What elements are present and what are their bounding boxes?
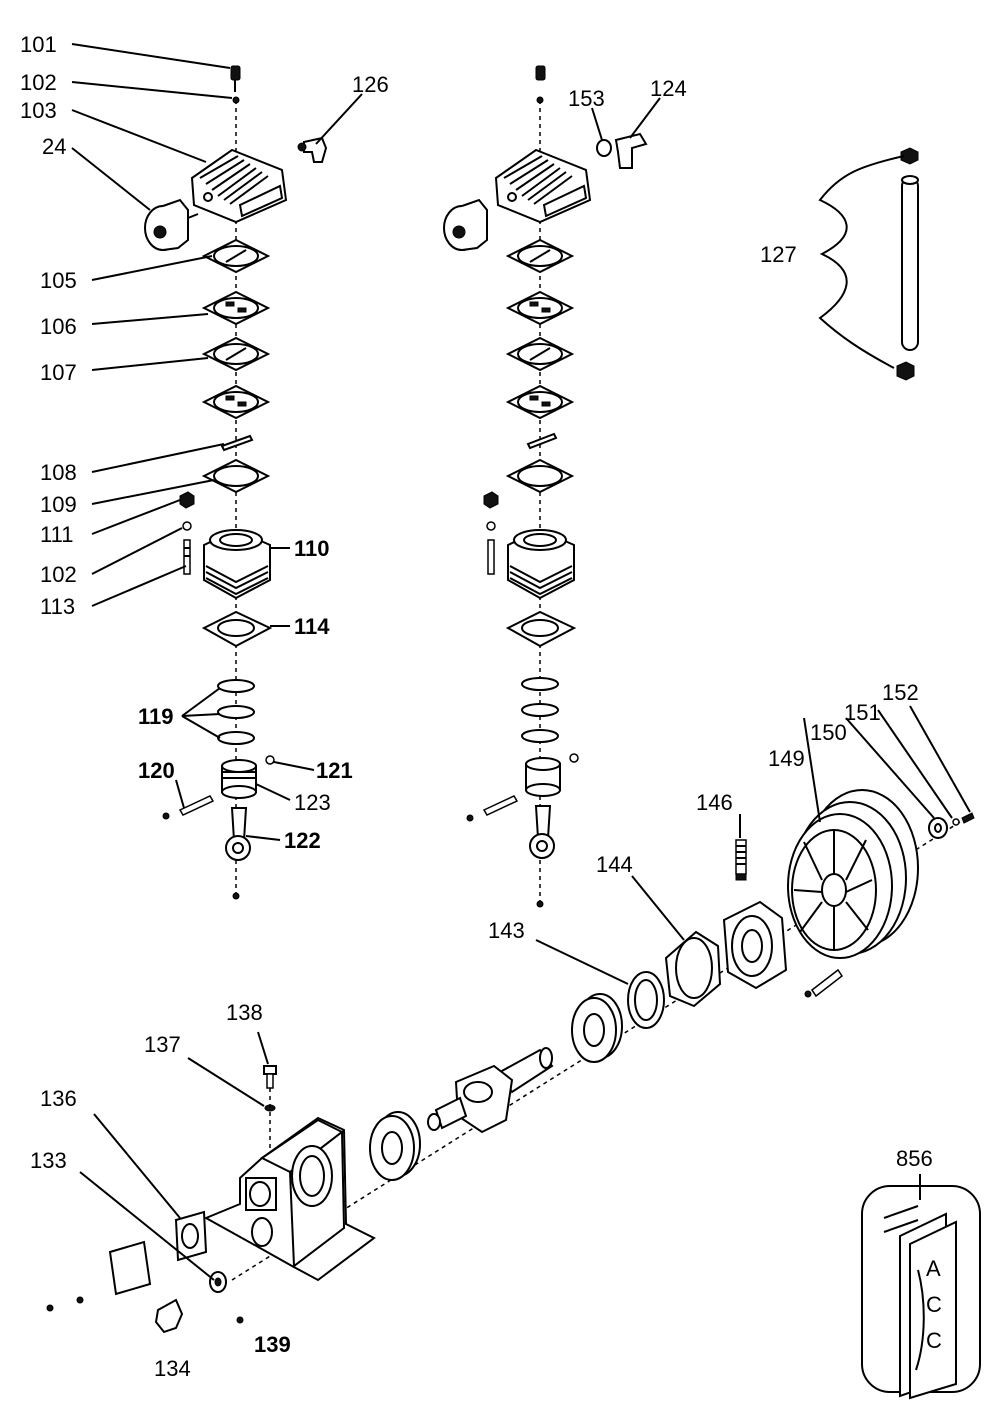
label-136: 136 — [40, 1086, 77, 1111]
label-122: 122 — [284, 828, 321, 853]
part-labels: 101 102 103 24 126 153 124 127 105 106 1… — [20, 32, 933, 1381]
gasket-107 — [201, 336, 271, 372]
label-121: 121 — [316, 758, 353, 783]
label-102b: 102 — [40, 562, 77, 587]
bolt-101 — [230, 65, 241, 92]
plug-134 — [154, 1298, 184, 1334]
reed-valve-108 — [220, 434, 254, 452]
label-101: 101 — [20, 32, 57, 57]
label-110: 110 — [294, 536, 330, 561]
label-113: 113 — [40, 594, 75, 619]
bolt-152 — [961, 812, 975, 824]
label-103: 103 — [20, 98, 57, 123]
label-111: 111 — [40, 522, 73, 547]
label-151: 151 — [844, 700, 881, 725]
clip-121 — [265, 755, 275, 765]
label-143: 143 — [488, 918, 525, 943]
label-124: 124 — [650, 76, 687, 101]
oil-seal-143 — [627, 971, 665, 1029]
label-134: 134 — [154, 1356, 191, 1381]
label-106: 106 — [40, 314, 77, 339]
label-119: 119 — [138, 704, 174, 729]
kit-box-text-3: C — [926, 1328, 942, 1353]
label-150: 150 — [810, 720, 847, 745]
gasket-144 — [664, 930, 722, 1008]
label-153: 153 — [568, 86, 605, 111]
label-146: 146 — [696, 790, 733, 815]
washer-102 — [232, 96, 240, 104]
piston-rings-119 — [217, 679, 255, 745]
elbow-fitting-126 — [297, 136, 328, 163]
label-138: 138 — [226, 1000, 263, 1025]
bearing-cover — [722, 900, 788, 990]
label-144: 144 — [596, 852, 633, 877]
oil-seal-133 — [209, 1271, 227, 1293]
stud-113 — [183, 539, 191, 575]
label-107: 107 — [40, 360, 77, 385]
label-123: 123 — [294, 790, 331, 815]
gasket-109 — [201, 458, 271, 494]
piston-123 — [221, 759, 257, 799]
right-cylinder-assembly — [443, 65, 648, 908]
wrist-pin-120 — [162, 795, 215, 820]
washer-150 — [928, 817, 948, 839]
label-105: 105 — [40, 268, 77, 293]
valve-plate-lower — [201, 384, 271, 420]
label-139: 139 — [254, 1332, 291, 1357]
label-109: 109 — [40, 492, 77, 517]
kit-box-856: A C C — [861, 1185, 981, 1400]
label-102a: 102 — [20, 70, 57, 95]
crankcase — [203, 1116, 376, 1282]
elbow-fitting-124 — [614, 132, 648, 169]
bearing-lower — [369, 1111, 421, 1181]
gasket-114 — [201, 610, 273, 648]
cylinder-head-right — [494, 148, 592, 224]
kit-box-text-2: C — [926, 1292, 942, 1317]
cylinder-right — [507, 528, 575, 600]
nut-111 — [179, 491, 195, 509]
label-856: 856 — [896, 1146, 933, 1171]
fitting-153 — [596, 139, 612, 157]
valve-plate-106 — [201, 290, 271, 326]
connecting-rod-122 — [225, 807, 251, 861]
leader-lines — [71, 43, 971, 1281]
crankshaft — [427, 1047, 554, 1134]
left-cylinder-assembly — [144, 65, 328, 900]
label-149: 149 — [768, 746, 805, 771]
screw-138 — [263, 1065, 277, 1089]
air-filter-right — [443, 198, 488, 251]
bolt-146 — [735, 839, 747, 881]
gasket-105 — [201, 238, 271, 274]
label-126: 126 — [352, 72, 389, 97]
label-114: 114 — [294, 614, 330, 639]
gasket-136 — [174, 1210, 208, 1262]
kit-box-text-1: A — [926, 1256, 941, 1281]
gaskets-right — [505, 238, 575, 494]
cylinder-head-103 — [190, 148, 288, 224]
cover-plate — [108, 1240, 152, 1296]
washer-151 — [952, 818, 960, 826]
label-108: 108 — [40, 460, 77, 485]
label-24: 24 — [42, 134, 66, 159]
bearing-upper — [571, 993, 623, 1063]
pulley-149 — [787, 789, 919, 959]
cylinder-110 — [203, 528, 271, 600]
label-127: 127 — [760, 242, 797, 267]
label-137: 137 — [144, 1032, 181, 1057]
screw-139 — [236, 1316, 244, 1324]
label-152: 152 — [882, 680, 919, 705]
washer-102b — [182, 521, 192, 531]
label-133: 133 — [30, 1148, 67, 1173]
transfer-tube-127 — [818, 147, 919, 381]
label-120: 120 — [138, 758, 175, 783]
air-filter-24 — [144, 198, 199, 251]
